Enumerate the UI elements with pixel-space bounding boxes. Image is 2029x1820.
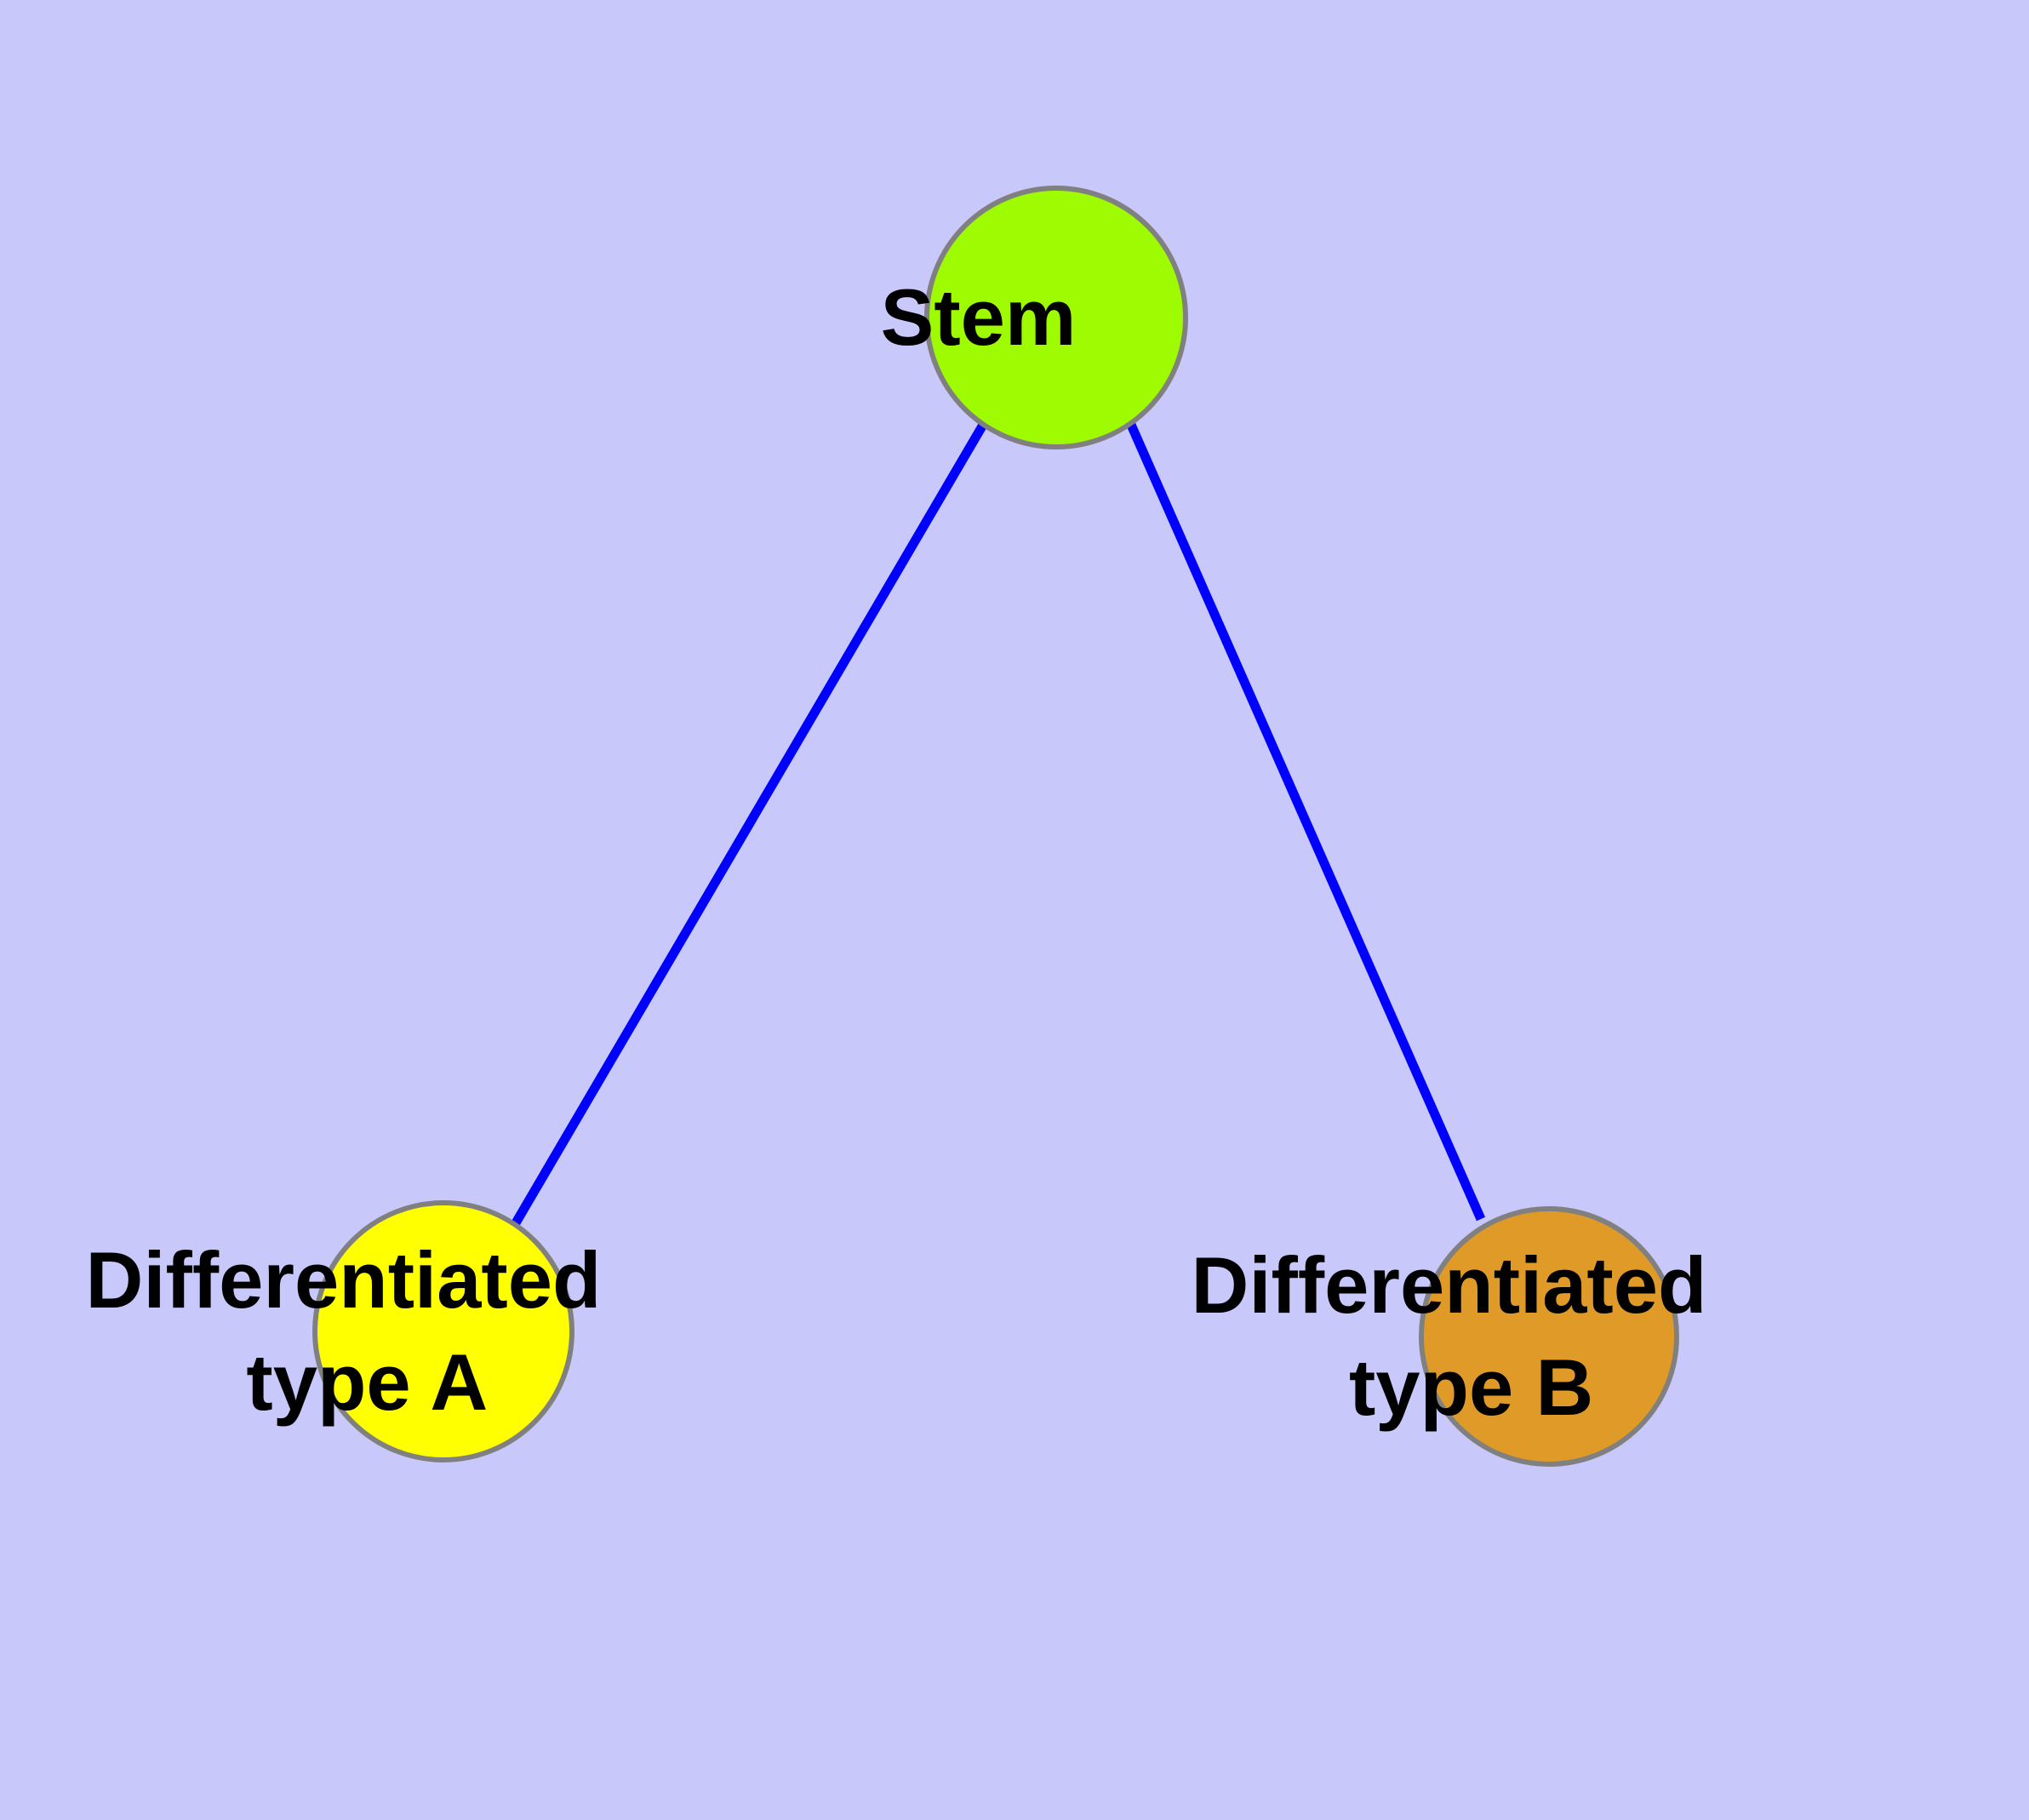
node-type-b-circle[interactable]	[1419, 1206, 1679, 1467]
node-type-a-label-line-1: Differentiated	[86, 1235, 602, 1325]
labels-layer: Stem Differentiated type A Differentiate…	[86, 272, 1907, 1432]
node-stem[interactable]	[924, 186, 1188, 449]
edge-stem-to-type-a	[510, 422, 987, 1228]
node-type-a-circle[interactable]	[312, 1200, 574, 1462]
node-type-b-label-line-1: Differentiated	[1192, 1240, 1707, 1330]
node-type-b-label-line-2: type B	[1349, 1342, 1593, 1432]
node-type-b-label: Differentiated type B	[1192, 1240, 1907, 1432]
node-stem-label-line-1: Stem	[881, 272, 1077, 362]
node-type-a-label-line-2: type A	[246, 1337, 486, 1427]
edge-stem-to-type-b	[1126, 422, 1486, 1222]
edges-layer	[510, 422, 1486, 1228]
node-type-b[interactable]	[1419, 1206, 1679, 1467]
nodes-layer	[312, 186, 1679, 1467]
node-stem-label: Stem	[881, 272, 1232, 362]
node-type-a-label: Differentiated type A	[86, 1235, 802, 1427]
node-type-a[interactable]	[312, 1200, 574, 1462]
node-stem-circle[interactable]	[924, 186, 1188, 449]
